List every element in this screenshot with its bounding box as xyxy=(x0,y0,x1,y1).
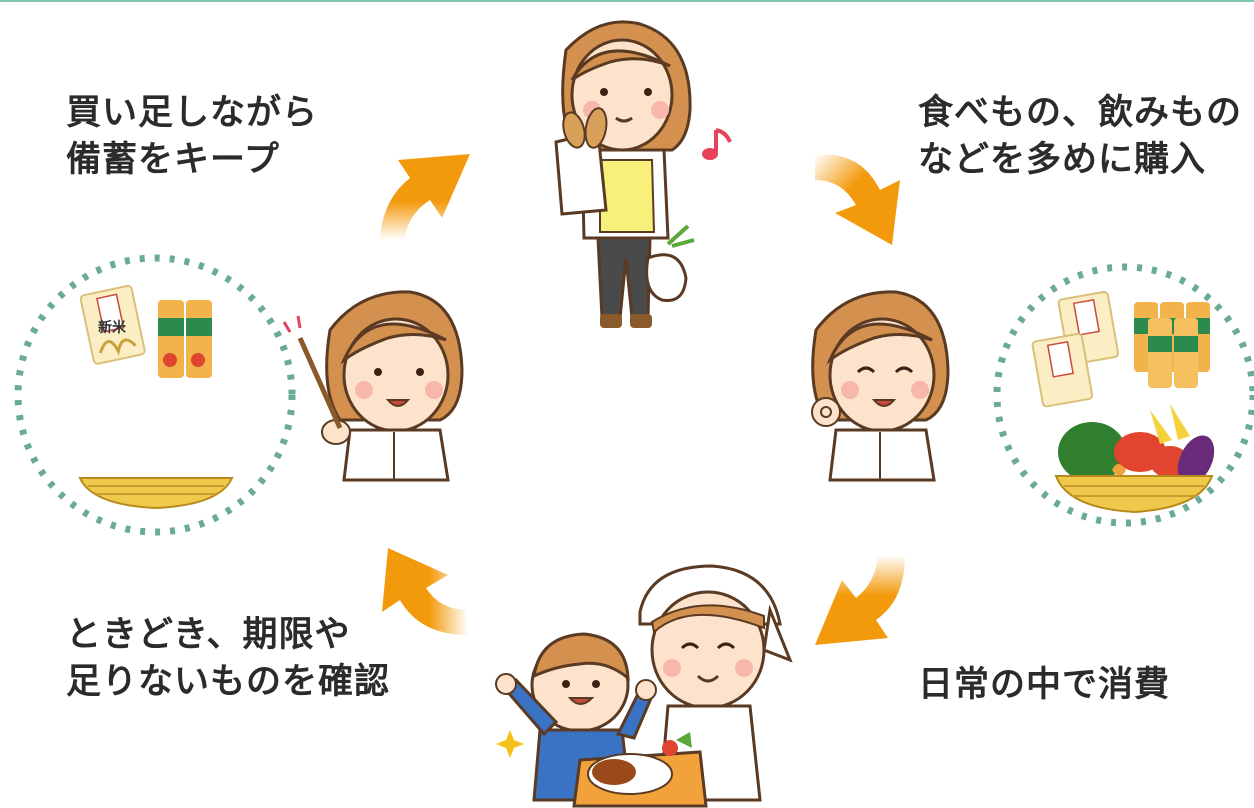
vegetables-icon xyxy=(1058,404,1215,485)
canned-food-icon xyxy=(1134,302,1210,388)
cycle-arrow-icon xyxy=(815,555,905,645)
ok-gesture-woman-icon xyxy=(811,290,950,482)
rice-bag-label: 新米 xyxy=(98,319,127,336)
cook-with-child-icon xyxy=(495,564,793,808)
sparkle-icon xyxy=(496,730,524,758)
cycle-arrow-icon xyxy=(382,548,468,635)
canned-food-icon xyxy=(158,300,212,378)
step-label-check: ときどき、期限や 足りないものを確認 xyxy=(66,612,390,706)
basket-icon xyxy=(78,477,234,510)
teacher-woman-icon xyxy=(321,290,464,482)
music-note-icon xyxy=(702,128,732,160)
stock-circle-full xyxy=(993,263,1254,527)
step-label-line: 日常の中で消費 xyxy=(918,665,1171,705)
step-label-line: 備蓄をキープ xyxy=(66,140,280,180)
shopper-woman-icon xyxy=(554,20,695,328)
step-label-line: などを多めに購入 xyxy=(918,140,1207,180)
step-label-line: 足りないものを確認 xyxy=(66,662,391,702)
basket-icon xyxy=(1054,475,1214,514)
step-label-buy-extra: 食べもの、飲みもの などを多めに購入 xyxy=(918,90,1242,184)
pointer-stick-icon xyxy=(282,315,343,430)
top-border-line xyxy=(0,0,1254,2)
step-label-line: ときどき、期限や xyxy=(66,615,351,655)
step-label-consume: 日常の中で消費 xyxy=(918,662,1170,709)
rice-bag-icon xyxy=(79,284,146,365)
rice-bag-icon xyxy=(1057,290,1120,366)
rice-bag-icon xyxy=(1031,332,1094,408)
step-label-line: 買い足しながら xyxy=(66,93,319,133)
step-label-restock: 買い足しながら 備蓄をキープ xyxy=(66,90,318,184)
step-label-line: 食べもの、飲みもの xyxy=(918,93,1243,133)
cycle-arrow-icon xyxy=(815,154,900,245)
stock-circle-low xyxy=(14,254,296,536)
cycle-arrow-icon xyxy=(380,154,470,240)
